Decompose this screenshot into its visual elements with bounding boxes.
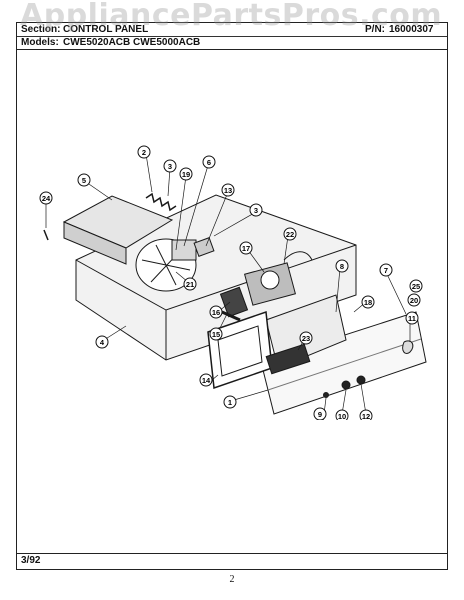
callout-19: 19: [179, 167, 193, 181]
callout-14: 14: [199, 373, 213, 387]
knob-part: [341, 380, 351, 390]
knob-part: [356, 375, 366, 385]
callout-18: 18: [361, 295, 375, 309]
callout-24: 24: [39, 191, 53, 205]
callout-2-text: 2: [142, 148, 146, 157]
models-label: Models:: [21, 37, 59, 48]
electronic-control-module: [265, 343, 311, 375]
diagram-sheet: Section: CONTROL PANEL P/N: 16000307 Mod…: [16, 22, 448, 570]
callout-1: 1: [223, 395, 237, 409]
callout-15: 15: [209, 327, 223, 341]
callout-23: 23: [299, 331, 313, 345]
section-label: Section:: [21, 24, 61, 35]
callout-16: 16: [209, 305, 223, 319]
callout-16-text: 16: [212, 308, 220, 317]
callout-23-text: 23: [302, 334, 310, 343]
callout-25-text: 25: [412, 282, 420, 291]
revision-date: 3/92: [21, 555, 41, 566]
timer-motor-assembly: [135, 238, 197, 292]
callout-8-text: 8: [340, 262, 344, 271]
callout-18-text: 18: [364, 298, 372, 307]
callout-25: 25: [409, 279, 423, 293]
part-number-value: 16000307: [389, 24, 434, 35]
footer-row: 3/92: [17, 553, 447, 569]
callout-14-text: 14: [202, 376, 211, 385]
callout-11-text: 11: [408, 314, 416, 323]
callout-4: 4: [95, 335, 109, 349]
callout-1-text: 1: [228, 398, 232, 407]
callout-5-text: 5: [82, 176, 86, 185]
timer-part: [243, 251, 313, 306]
callout-11: 11: [405, 311, 419, 325]
callout-3b: 3: [249, 203, 263, 217]
callout-17: 17: [239, 241, 253, 255]
models-header-row: Models: CWE5020ACB CWE5000ACB: [17, 37, 447, 50]
callout-19-text: 19: [182, 170, 190, 179]
callout-3-text: 3: [168, 162, 172, 171]
spring-part: [145, 192, 177, 212]
callout-20-text: 20: [410, 296, 418, 305]
callout-7-text: 7: [384, 266, 388, 275]
callout-8: 8: [335, 259, 349, 273]
section-header-row: Section: CONTROL PANEL P/N: 16000307: [17, 24, 447, 37]
callout-4-text: 4: [100, 338, 105, 347]
callout-9-text: 9: [318, 410, 322, 419]
callout-22: 22: [283, 227, 297, 241]
control-panel-face: [260, 311, 427, 415]
callout-12: 12: [359, 409, 373, 420]
callout-24-text: 24: [42, 194, 51, 203]
callout-10: 10: [335, 409, 349, 420]
callout-21-text: 21: [186, 280, 194, 289]
callout-3: 3: [163, 159, 177, 173]
section-value: CONTROL PANEL: [63, 24, 149, 35]
callout-5: 5: [77, 173, 91, 187]
callout-2: 2: [137, 145, 151, 159]
callout-13: 13: [221, 183, 235, 197]
callout-7: 7: [379, 263, 393, 277]
callout-20: 20: [407, 293, 421, 307]
part-number-label: P/N:: [365, 24, 385, 35]
callout-10-text: 10: [338, 412, 346, 420]
models-value: CWE5020ACB CWE5000ACB: [63, 37, 201, 48]
callout-12-text: 12: [362, 412, 370, 420]
callout-21: 21: [183, 277, 197, 291]
switch-part: [193, 237, 215, 257]
callout-3b-text: 3: [254, 206, 258, 215]
callout-15-text: 15: [212, 330, 220, 339]
exploded-parts-diagram: 2 3 6 19 13 3 22 17 5 24 21 16 15 8 7 25…: [39, 145, 427, 420]
callout-6-text: 6: [207, 158, 211, 167]
callout-22-text: 22: [286, 230, 294, 239]
callout-17-text: 17: [242, 244, 250, 253]
callout-6: 6: [202, 155, 216, 169]
callout-9: 9: [313, 407, 327, 420]
page-number: 2: [229, 574, 235, 585]
callout-labels: 2 3 6 19 13 3 22 17 5 24 21 16 15 8 7 25…: [39, 145, 423, 420]
callout-13-text: 13: [224, 186, 232, 195]
knob-bracket: [219, 286, 249, 318]
